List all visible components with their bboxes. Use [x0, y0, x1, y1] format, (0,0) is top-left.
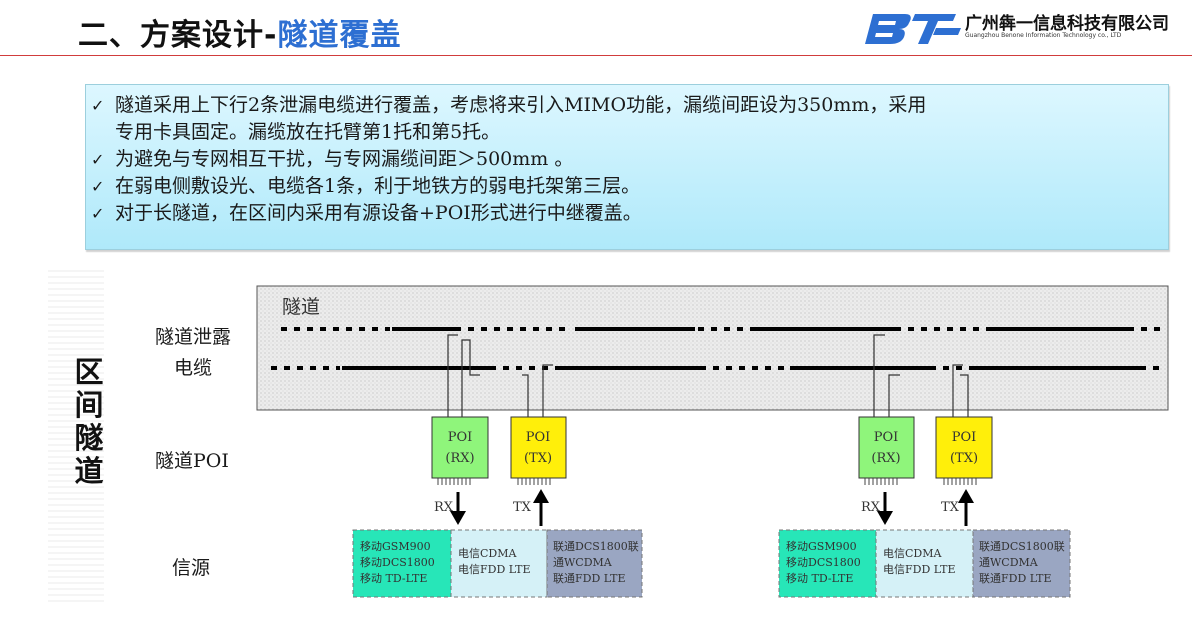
source-block-unicom: [546, 529, 643, 598]
source-text: 联通FDD LTE: [979, 572, 1052, 585]
bst-logo-icon: [865, 14, 961, 44]
source-text: 联通DCS1800联: [553, 540, 639, 553]
bullet-item: ✓ 为避免与专网相互干扰，与专网漏缆间距＞500mm 。: [87, 146, 573, 173]
company-name-en: Guangzhou Benone Information Technology …: [965, 32, 1122, 39]
source-text: 移动GSM900: [360, 540, 431, 553]
poi-rx-label-line2: (RX): [871, 451, 900, 466]
bullet-text: 对于长隧道，在区间内采用有源设备+POI形式进行中继覆盖。: [115, 202, 642, 224]
bullet-text: 为避免与专网相互干扰，与专网漏缆间距＞500mm 。: [115, 148, 574, 170]
check-icon: ✓: [91, 204, 105, 223]
source-text: 联通DCS1800联: [979, 540, 1065, 553]
bullet-item: ✓ 在弱电侧敷设光、电缆各1条，利于地铁方的弱电托架第三层。: [87, 173, 640, 200]
source-block-telecom: [450, 529, 548, 598]
tunnel-area: [256, 285, 1169, 411]
header-divider: [0, 55, 1192, 56]
source-row-label: 信源: [172, 557, 211, 579]
title-prefix: 二、方案设计-: [78, 18, 278, 53]
title-accent: 隧道覆盖: [277, 18, 402, 53]
poi-tx-1: POI (TX): [510, 416, 567, 479]
tx-arrow-2: TX: [941, 489, 974, 526]
poi-tx-label-line1: POI: [952, 430, 977, 445]
cable-label-line1: 隧道泄露: [155, 326, 232, 348]
tunnel-label: 隧道: [282, 296, 320, 318]
bullet-item: ✓ 隧道采用上下行2条泄漏电缆进行覆盖，考虑将来引入MIMO功能，漏缆间距设为35…: [87, 92, 926, 119]
source-text: 电信FDD LTE: [458, 563, 531, 576]
bullet-item-continuation: 专用卡具固定。漏缆放在托臂第1托和第5托。: [87, 119, 500, 146]
poi-tx-label-line2: (TX): [524, 451, 552, 466]
poi-tx-2: POI (TX): [935, 416, 993, 479]
source-block-mobile: [778, 529, 877, 598]
feeder-lines: [447, 334, 969, 418]
bullet-text: 专用卡具固定。漏缆放在托臂第1托和第5托。: [115, 121, 501, 143]
poi-rx-label-line2: (RX): [445, 451, 474, 466]
source-text: 联通FDD LTE: [553, 572, 626, 585]
poi-rx-2: POI (RX): [858, 416, 915, 479]
source-block-unicom: [972, 529, 1071, 598]
source-text: 通WCDMA: [979, 556, 1039, 569]
tx-label: TX: [941, 500, 960, 515]
source-text: 移动 TD-LTE: [786, 572, 853, 585]
source-text: 移动 TD-LTE: [360, 572, 427, 585]
check-icon: ✓: [91, 96, 105, 115]
source-block-mobile: [352, 529, 452, 598]
source-text: 通WCDMA: [553, 556, 613, 569]
poi-rx-label-line1: POI: [874, 430, 899, 445]
source-block-telecom: [875, 529, 974, 598]
check-icon: ✓: [91, 177, 105, 196]
source-text: 移动DCS1800: [360, 556, 435, 569]
page-title: 二、方案设计-隧道覆盖: [78, 10, 401, 54]
section-stripe-panel: [48, 270, 104, 604]
rx-label: RX: [861, 500, 881, 515]
check-icon: ✓: [91, 150, 105, 169]
bullet-item: ✓ 对于长隧道，在区间内采用有源设备+POI形式进行中继覆盖。: [87, 200, 642, 227]
bullet-text: 隧道采用上下行2条泄漏电缆进行覆盖，考虑将来引入MIMO功能，漏缆间距设为350…: [115, 94, 927, 116]
tx-label: TX: [513, 500, 532, 515]
poi-rx-label-line1: POI: [448, 430, 473, 445]
rx-arrow-1: RX: [434, 492, 466, 525]
rx-arrow-2: RX: [861, 492, 893, 525]
poi-row-label: 隧道POI: [155, 450, 229, 472]
poi-port-ticks: [437, 478, 977, 485]
bullet-text: 在弱电侧敷设光、电缆各1条，利于地铁方的弱电托架第三层。: [115, 175, 641, 197]
poi-tx-label-line2: (TX): [950, 451, 978, 466]
source-text: 移动DCS1800: [786, 556, 861, 569]
source-group-2: 移动GSM900 移动DCS1800 移动 TD-LTE 电信CDMA 电信FD…: [778, 529, 1071, 598]
poi-rx-1: POI (RX): [431, 416, 489, 479]
rx-label: RX: [434, 500, 454, 515]
cable-label-line2: 电缆: [174, 357, 213, 379]
source-text: 电信FDD LTE: [883, 563, 956, 576]
source-text: 电信CDMA: [883, 547, 942, 560]
source-group-1: 移动GSM900 移动DCS1800 移动 TD-LTE 电信CDMA 电信FD…: [352, 529, 643, 598]
poi-tx-label-line1: POI: [526, 430, 551, 445]
section-label: 区间隧道: [74, 355, 104, 488]
company-name-cn: 广州犇一信息科技有限公司: [965, 14, 1169, 34]
source-text: 电信CDMA: [458, 547, 517, 560]
source-text: 移动GSM900: [786, 540, 857, 553]
company-logo: 广州犇一信息科技有限公司 Guangzhou Benone Informatio…: [865, 8, 1185, 48]
tx-arrow-1: TX: [513, 489, 549, 526]
notes-box: ✓ 隧道采用上下行2条泄漏电缆进行覆盖，考虑将来引入MIMO功能，漏缆间距设为35…: [85, 84, 1169, 250]
